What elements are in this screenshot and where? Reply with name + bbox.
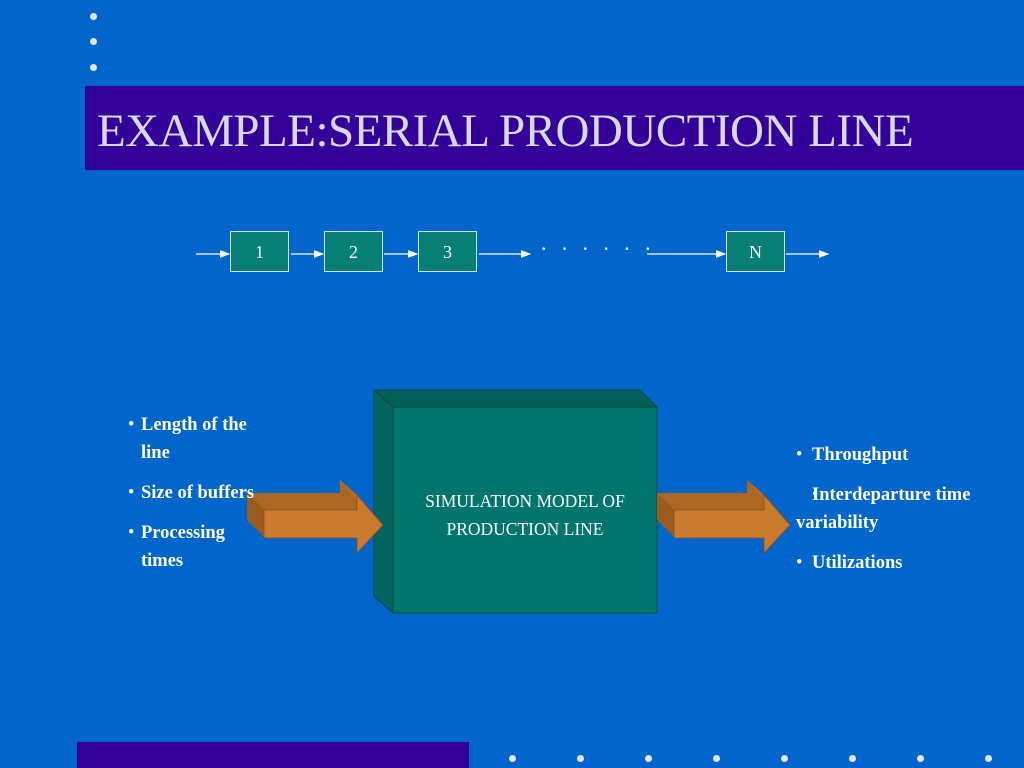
inputs-list: • Length of the line • Size of buffers • Pr…	[128, 411, 268, 587]
decor-dot	[985, 755, 992, 762]
bullet-icon: •	[128, 415, 135, 435]
decor-dot	[90, 38, 97, 45]
input-length-of-line: Length of the line	[141, 415, 247, 463]
stage-box-n: N	[726, 231, 785, 272]
list-item: • Size of buffers	[128, 479, 268, 507]
output-arrow	[657, 480, 791, 555]
decor-dot	[90, 13, 97, 20]
stage-box-3: 3	[418, 231, 477, 272]
model-label-line2: PRODUCTION LINE	[446, 519, 604, 539]
decor-dot	[90, 64, 97, 71]
bullet-icon: •	[796, 445, 803, 465]
bullet-icon: •	[128, 483, 135, 503]
input-processing-times: Processing times	[141, 523, 225, 571]
bullet-icon: •	[128, 523, 135, 543]
list-item: • Utilizations	[796, 549, 986, 577]
list-item: • Length of the line	[128, 411, 268, 467]
title-band: EXAMPLE:SERIAL PRODUCTION LINE	[85, 86, 1024, 170]
simulation-model-box	[372, 388, 659, 615]
stage-box-1: 1	[230, 231, 289, 272]
output-interdeparture-variability: Interdeparture time variability	[796, 485, 971, 533]
output-throughput: Throughput	[812, 445, 909, 465]
footer-band	[77, 742, 469, 768]
decor-dot	[509, 755, 516, 762]
stages-ellipsis: · · · · · ·	[540, 236, 656, 261]
model-label-line1: SIMULATION MODEL OF	[425, 491, 625, 511]
stage-box-2: 2	[324, 231, 383, 272]
decor-dot	[917, 755, 924, 762]
list-item: • Processing times	[128, 519, 268, 575]
decor-dot	[645, 755, 652, 762]
output-utilizations: Utilizations	[812, 553, 903, 573]
simulation-model-label: SIMULATION MODEL OF PRODUCTION LINE	[393, 487, 657, 543]
bullet-icon: •	[796, 553, 803, 573]
list-item: •Interdeparture time variability	[796, 481, 986, 537]
decor-dot	[577, 755, 584, 762]
decor-dot	[781, 755, 788, 762]
bullet-icon: •	[812, 485, 819, 505]
slide-title: EXAMPLE:SERIAL PRODUCTION LINE	[97, 105, 914, 157]
decor-dot	[849, 755, 856, 762]
list-item: • Throughput	[796, 441, 986, 469]
input-size-of-buffers: Size of buffers	[141, 483, 255, 503]
decor-dot	[713, 755, 720, 762]
outputs-list: •Throughput •Interdeparture time variabi…	[796, 441, 986, 589]
input-arrow	[247, 480, 384, 555]
